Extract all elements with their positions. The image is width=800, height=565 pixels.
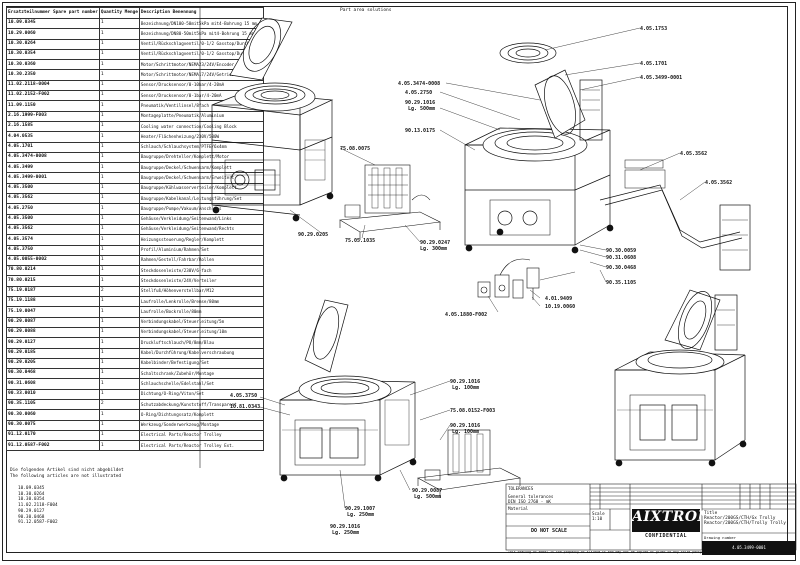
callout-label: 4.05.3750 [230, 393, 257, 399]
callout-label: 4.05.3562 [680, 151, 707, 157]
callout-label: 90.29.0205 [298, 232, 328, 238]
trolley-view-bottom-right [614, 289, 747, 467]
callout-leader-lines [259, 27, 706, 509]
quantity-cell: 1 [98, 440, 140, 452]
callout-label: 4.05.1753 [640, 26, 667, 32]
not-illustrated-item: 10.09.0345 [18, 486, 45, 491]
drawing-number-label: Drawing number [704, 535, 737, 540]
confidential-mark: CONFIDENTIAL [644, 533, 688, 539]
callout-labels: 4.05.1753 4.05.1701 4.05.3499-0001 4.05.347… [230, 26, 732, 536]
not-illustrated-item: 11.02.2118-F004 [18, 503, 58, 509]
callout-label: Lg. 500mm [414, 494, 441, 500]
pneumatic-assembly-lower [417, 429, 521, 498]
scale-cell: Scale 1:10 [591, 510, 610, 530]
title-line-2: Reactor/200GS/CTH/Trolly Trolly [704, 521, 786, 526]
callout-label: 90.30.0468 [606, 265, 636, 271]
note-german: Die folgenden Artikel sind nicht abgebil… [10, 468, 124, 473]
callout-label: 90.31.0608 [606, 255, 636, 261]
callout-label: 4.05.1701 [640, 61, 667, 67]
note-english: The following articles are not illustrat… [10, 473, 122, 479]
scale-value: 1:10 [592, 516, 603, 521]
not-illustrated-item: 90.30.0468 [18, 514, 45, 520]
title-cell: Title Reactor/200GS/CTH/Gx Trolly Reacto… [703, 510, 796, 533]
title-label: Title [704, 511, 718, 516]
valve-cluster-center [477, 258, 540, 300]
drawing-number: 4.05.3499-0001 [702, 541, 796, 555]
not-illustrated-item: 10.30.0264 [18, 491, 45, 497]
parts-list-table: Ersatzteilnummer Spare part number Quant… [6, 7, 264, 452]
callout-label: Lg. 500mm [408, 106, 435, 112]
callout-label: 90.29.1016 [330, 524, 360, 530]
callout-label: 4.05.3562 [705, 180, 732, 186]
callout-label: 4.05.1880-F002 [445, 312, 487, 318]
callout-label: 75.05.1035 [345, 238, 375, 244]
scale-label: Scale [592, 511, 605, 516]
material-cell: Material [507, 505, 589, 514]
trolley-view-top-right [464, 42, 751, 271]
not-illustrated-note: Die folgenden Artikel sind nicht abgebil… [10, 468, 124, 479]
tolerance-label: TOLERANCES [508, 486, 534, 491]
callout-label: Lg. 250mm [332, 530, 359, 536]
material-label: Material [508, 506, 529, 511]
callout-label: 90.29.0087 [412, 488, 442, 494]
callout-label: 4.01.9409 [545, 296, 572, 302]
callout-label: 10.81.0343 [230, 404, 260, 410]
callout-label: 90.30.0059 [606, 248, 636, 254]
description-cell: Electrical Parts/Reactor Trolley Ext. [138, 440, 264, 452]
callout-label: 4.05.3499-0001 [640, 75, 682, 81]
callout-label: 90.13.0175 [405, 128, 435, 134]
copyright-footer: This drawing or model is the property of… [508, 551, 796, 554]
callout-label: 90.29.1016 [450, 423, 480, 429]
trolley-view-bottom-middle [279, 299, 417, 482]
callout-label: 10.19.0060 [545, 304, 575, 310]
callout-label: 4.05.2750 [405, 90, 432, 96]
trolley-view-top-left [211, 17, 334, 222]
title-line-1: Reactor/200GS/CTH/Gx Trolly [704, 516, 776, 521]
callout-label: 75.08.0152-F003 [450, 408, 495, 414]
callout-label: 75.08.0075 [340, 146, 370, 152]
not-illustrated-item: 10.30.0354 [18, 497, 45, 503]
title-block-grid [505, 483, 797, 551]
callout-label: Lg. 100mm [452, 429, 479, 435]
callout-label: 90.29.1007 [345, 506, 375, 512]
aixtron-logo: AIXTRON [632, 509, 710, 532]
general-tolerance-label: General tolerances [508, 494, 554, 499]
callout-label: 90.35.1105 [606, 280, 636, 286]
callout-label: 4.05.3474-0008 [398, 81, 440, 87]
callout-label: 90.29.1016 [450, 379, 480, 385]
callout-label: Lg. 250mm [347, 512, 374, 518]
not-illustrated-item: 91.12.0587-F002 [18, 520, 58, 526]
do-not-scale-note: DO NOT SCALE [530, 528, 568, 534]
top-note: Part area solutions [340, 8, 392, 13]
callout-label: 90.29.0247 [420, 240, 450, 246]
tolerance-norm: DIN ISO 2768 - mK [508, 499, 551, 504]
callout-label: 90.29.1016 [405, 100, 435, 106]
not-illustrated-item: 90.29.0127 [18, 508, 45, 514]
parts-table-header: Ersatzteilnummer Spare part number Quant… [6, 7, 264, 19]
pneumatic-assembly-upper [339, 164, 442, 240]
callout-label: Lg. 100mm [452, 385, 479, 391]
callout-label: Lg. 300mm [420, 246, 447, 252]
tolerance-cell: TOLERANCES General tolerances DIN ISO 27… [507, 485, 589, 504]
